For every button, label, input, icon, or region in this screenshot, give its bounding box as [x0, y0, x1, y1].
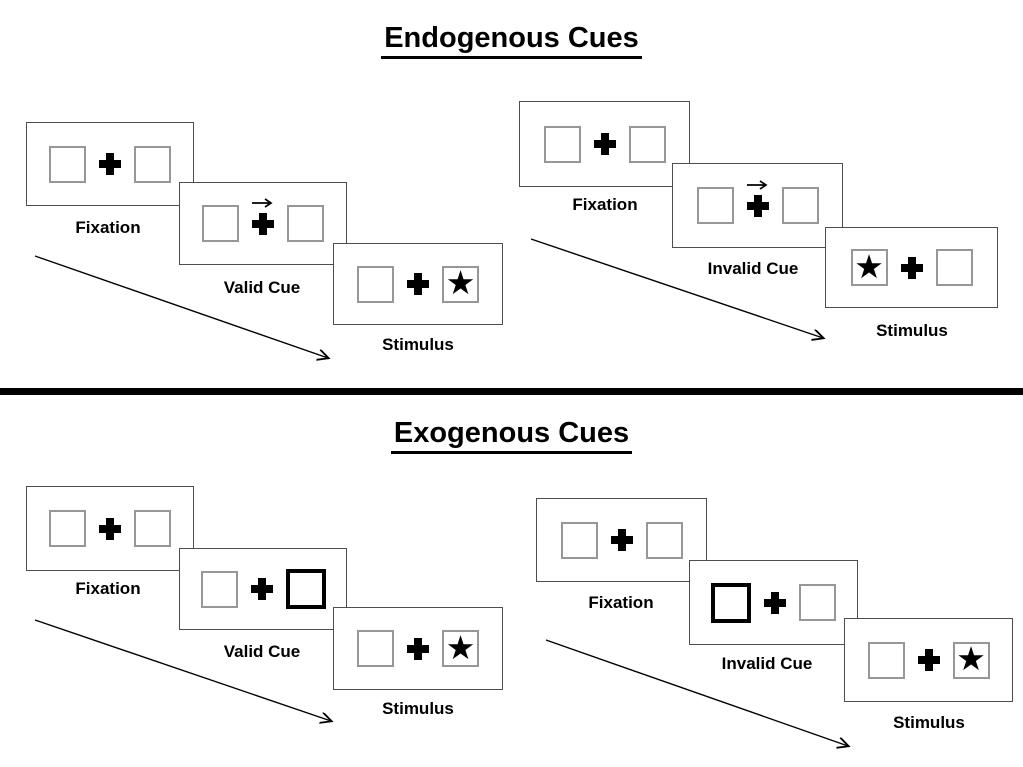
sequence-arrow-icon — [34, 255, 341, 368]
fixation-cross-icon — [610, 529, 633, 551]
placeholder-box — [357, 265, 394, 303]
panel-label-fixation: Fixation — [588, 593, 654, 612]
placeholder-box — [287, 205, 324, 242]
panel-label-fixation: Fixation — [75, 218, 141, 237]
placeholder-box — [935, 249, 973, 286]
placeholder-box — [357, 630, 394, 667]
panel-label-fixation: Fixation — [572, 195, 638, 214]
fixation-cross-icon — [746, 179, 769, 217]
star-target-box: ★ — [850, 247, 888, 286]
stimulus-panel: ★ — [844, 618, 1013, 702]
placeholder-box — [781, 187, 819, 224]
fixation-cross-icon — [99, 517, 121, 540]
cue-panel — [179, 548, 347, 630]
panel-label-invalid-cue: Invalid Cue — [707, 259, 799, 278]
section-title-exogenous: Exogenous Cues — [0, 417, 1023, 454]
panel-label-invalid-cue: Invalid Cue — [721, 654, 813, 673]
placeholder-box — [49, 510, 86, 547]
fixation-cross-icon — [252, 197, 274, 235]
panel-label-stimulus: Stimulus — [382, 335, 454, 354]
placeholder-box — [202, 205, 239, 242]
fixation-panel — [26, 486, 194, 571]
placeholder-box — [645, 521, 683, 559]
fixation-cross-icon — [764, 591, 786, 614]
star-icon: ★ — [445, 264, 476, 301]
star-icon: ★ — [854, 247, 884, 285]
placeholder-box — [134, 510, 171, 547]
sequence-arrow-icon — [545, 639, 862, 758]
highlighted-cue-box — [285, 569, 326, 609]
placeholder-box — [799, 584, 836, 621]
panel-label-valid-cue: Valid Cue — [223, 642, 301, 661]
placeholder-box — [867, 641, 905, 679]
right-arrow-icon — [252, 197, 273, 208]
fixation-cross-icon — [900, 256, 923, 279]
panel-label-stimulus: Stimulus — [876, 321, 948, 340]
fixation-cross-icon — [407, 637, 429, 660]
cue-panel — [672, 163, 843, 248]
star-target-box: ★ — [442, 630, 479, 667]
fixation-panel — [26, 122, 194, 206]
star-target-box: ★ — [442, 264, 479, 303]
fixation-cross-icon — [407, 273, 429, 295]
star-icon: ★ — [445, 628, 476, 666]
highlighted-cue-box — [711, 582, 751, 623]
star-target-box: ★ — [952, 640, 990, 679]
panel-label-stimulus: Stimulus — [893, 713, 965, 732]
placeholder-box — [696, 187, 734, 224]
panel-label-stimulus: Stimulus — [382, 699, 454, 718]
stimulus-panel: ★ — [333, 607, 503, 690]
fixation-cross-icon — [917, 649, 940, 671]
placeholder-box — [628, 125, 666, 163]
placeholder-box — [134, 145, 171, 183]
cue-panel — [689, 560, 858, 645]
stimulus-panel: ★ — [333, 243, 503, 325]
panel-label-valid-cue: Valid Cue — [223, 278, 301, 297]
fixation-cross-icon — [593, 133, 616, 155]
right-arrow-icon — [746, 179, 768, 190]
fixation-panel — [519, 101, 690, 187]
section-divider — [0, 388, 1023, 395]
placeholder-box — [200, 570, 238, 608]
sequence-arrow-icon — [34, 619, 343, 732]
placeholder-box — [543, 125, 581, 163]
section-title-text: Endogenous Cues — [381, 22, 642, 59]
stimulus-panel: ★ — [825, 227, 998, 308]
placeholder-box — [560, 521, 598, 559]
fixation-cross-icon — [99, 153, 121, 175]
placeholder-box — [49, 145, 86, 183]
fixation-panel — [536, 498, 707, 582]
sequence-arrow-icon — [530, 238, 837, 349]
fixation-cross-icon — [250, 578, 273, 600]
section-title-text: Exogenous Cues — [390, 417, 633, 454]
star-icon: ★ — [956, 640, 986, 677]
panel-label-fixation: Fixation — [75, 579, 141, 598]
section-title-endogenous: Endogenous Cues — [0, 22, 1023, 59]
cue-panel — [179, 182, 347, 265]
